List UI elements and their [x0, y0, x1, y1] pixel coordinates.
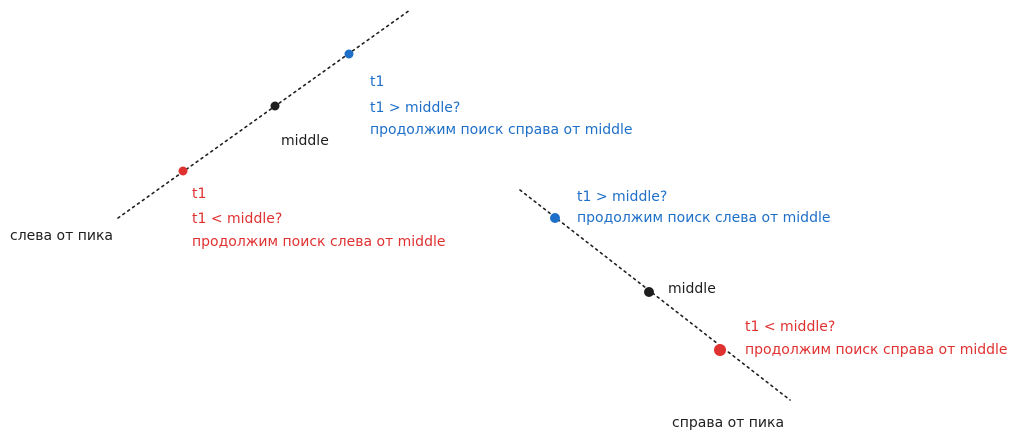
left-upper-action: продолжим поиск справа от middle — [370, 122, 633, 138]
right-diagram: t1 > middle? продолжим поиск слева от mi… — [519, 189, 1008, 431]
left-lower-t1-label: t1 — [192, 186, 206, 202]
right-upper-action: продолжим поиск слева от middle — [577, 210, 830, 226]
left-lower-condition: t1 < middle? — [192, 211, 282, 227]
left-lower-t1-point — [178, 166, 188, 176]
left-middle-label: middle — [281, 133, 329, 149]
right-middle-label: middle — [668, 281, 716, 297]
left-upper-condition: t1 > middle? — [370, 100, 460, 116]
left-upper-t1-label: t1 — [370, 74, 384, 90]
left-upper-t1-point — [344, 49, 354, 59]
right-middle-point — [644, 287, 654, 297]
right-lower-point — [714, 344, 726, 356]
right-lower-condition: t1 < middle? — [745, 319, 835, 335]
left-diagram: слева от пика middle t1 t1 > middle? про… — [10, 9, 633, 250]
left-lower-action: продолжим поиск слева от middle — [192, 234, 445, 250]
left-slope-line — [117, 9, 411, 219]
right-side-label: справа от пика — [672, 415, 784, 431]
right-upper-point — [550, 213, 560, 223]
left-middle-point — [270, 101, 280, 111]
left-side-label: слева от пика — [10, 228, 113, 244]
right-upper-condition: t1 > middle? — [577, 189, 667, 205]
right-lower-action: продолжим поиск справа от middle — [745, 342, 1008, 358]
